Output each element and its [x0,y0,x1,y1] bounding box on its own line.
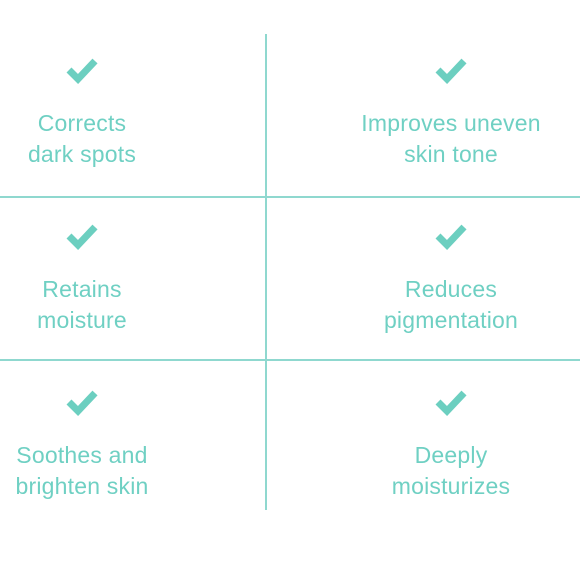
benefit-label: Retains moisture [37,276,127,333]
checkmark-icon [435,224,467,250]
vertical-divider [265,34,267,510]
benefit-label: Soothes and brighten skin [15,442,149,499]
benefit-cell-deeply-moisturizes: Deeply moisturizes [320,388,580,502]
benefit-label: Improves uneven skin tone [361,110,541,167]
checkmark-icon [66,390,98,416]
horizontal-divider-1 [0,196,580,198]
checkmark-icon [66,224,98,250]
benefit-cell-corrects-dark-spots: Corrects dark spots [0,56,164,170]
checkmark-icon [66,58,98,84]
benefit-cell-soothes-and-brighten-skin: Soothes and brighten skin [0,388,164,502]
benefit-label: Reduces pigmentation [383,276,519,333]
horizontal-divider-2 [0,359,580,361]
benefit-label: Deeply moisturizes [391,442,511,499]
checkmark-icon [435,58,467,84]
benefit-cell-improves-uneven-skin-tone: Improves uneven skin tone [320,56,580,170]
benefit-cell-retains-moisture: Retains moisture [0,222,164,336]
checkmark-icon [435,390,467,416]
benefit-cell-reduces-pigmentation: Reduces pigmentation [320,222,580,336]
benefit-label: Corrects dark spots [27,110,137,167]
